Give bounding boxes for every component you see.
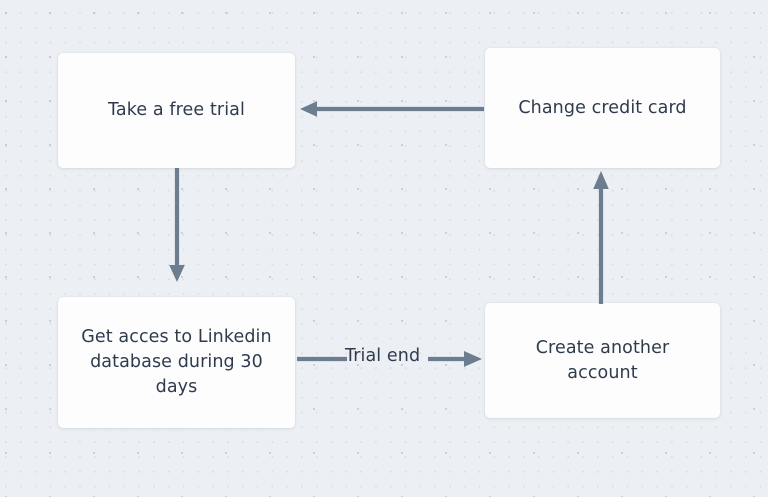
edge-take-free-trial-to-get-access <box>166 168 188 285</box>
arrow-down-icon <box>169 168 185 282</box>
node-get-access-linkedin-database[interactable]: Get acces to Linkedin database during 30… <box>58 297 295 428</box>
edge-create-account-to-change-credit <box>590 168 612 304</box>
node-label: Get acces to Linkedin database during 30… <box>81 327 272 397</box>
edge-get-access-to-create-account-right-segment <box>428 348 484 370</box>
node-create-another-account[interactable]: Create another account <box>485 303 720 418</box>
edge-label-trial-end: Trial end <box>345 346 421 366</box>
edge-get-access-to-create-account-left-segment <box>297 348 347 370</box>
arrow-up-icon <box>593 171 609 304</box>
connector-line-icon <box>297 356 347 362</box>
arrow-left-icon <box>300 101 484 117</box>
node-label: Create another account <box>535 337 670 383</box>
node-change-credit-card[interactable]: Change credit card <box>485 48 720 168</box>
node-take-free-trial[interactable]: Take a free trial <box>58 53 295 168</box>
arrow-right-icon <box>428 351 482 367</box>
edge-change-credit-to-take-free-trial <box>296 98 486 120</box>
node-label: Take a free trial <box>108 100 245 121</box>
node-label: Change credit card <box>518 97 687 118</box>
